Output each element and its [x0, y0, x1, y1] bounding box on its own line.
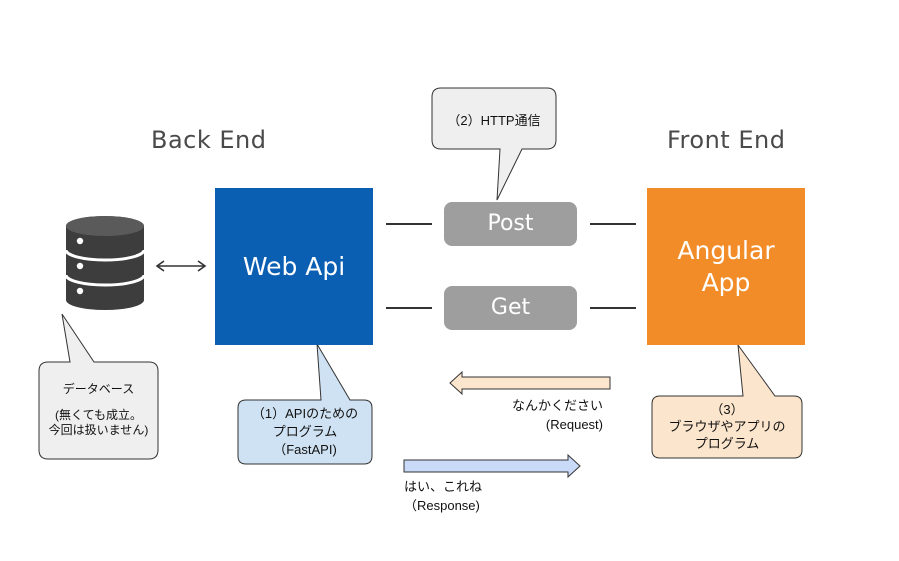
database-callout-line1: データベース — [62, 382, 135, 396]
web-api-label: Web Api — [242, 251, 346, 281]
angular-app-box: Angular App — [647, 188, 805, 345]
api-callout-line2: プログラム — [272, 424, 338, 439]
response-label-line1: はい、これね — [404, 479, 483, 494]
get-method-pill: Get — [444, 286, 577, 330]
database-callout-line3: 今回は扱いません) — [48, 423, 149, 437]
http-callout-shape — [431, 87, 557, 201]
http-callout-text: （2）HTTP通信 — [447, 113, 541, 128]
request-label-line2: (Request) — [545, 417, 603, 432]
angular-label-line1: Angular — [677, 235, 775, 265]
browser-callout-shape — [651, 343, 803, 459]
browser-callout-line2: ブラウザやアプリの — [668, 419, 786, 434]
database-icon — [64, 216, 146, 310]
db-api-double-arrow — [155, 260, 207, 272]
angular-label-line2: App — [701, 267, 751, 297]
response-label: はい、これね （Response) — [404, 477, 544, 515]
database-callout-shape — [38, 313, 159, 460]
request-arrow — [449, 370, 611, 396]
api-callout-line3: （FastAPI) — [273, 442, 337, 457]
browser-callout-line3: プログラム — [694, 436, 760, 451]
browser-callout-text: （3） ブラウザやアプリの プログラム — [652, 401, 802, 452]
api-callout-shape — [237, 343, 373, 465]
frontend-heading: Front End — [667, 126, 786, 154]
response-arrow — [403, 453, 581, 479]
api-callout-text: （1）APIのための プログラム （FastAPI) — [238, 405, 372, 459]
web-api-box: Web Api — [215, 188, 373, 345]
request-label-line1: なんかください — [511, 398, 603, 413]
api-callout-line1: （1）APIのための — [251, 406, 359, 421]
database-callout-text: データベース (無くても成立。 今回は扱いません) — [39, 382, 158, 438]
database-callout-line2: (無くても成立。 — [54, 408, 143, 422]
response-label-line2: （Response) — [404, 498, 480, 513]
backend-heading: Back End — [151, 126, 267, 154]
post-method-pill: Post — [444, 202, 577, 246]
request-label: なんかください (Request) — [480, 396, 603, 434]
browser-callout-line1: （3） — [710, 402, 744, 417]
